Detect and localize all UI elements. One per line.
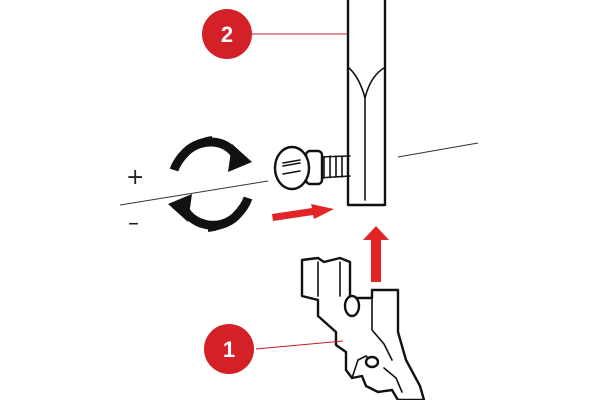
minus-sign: – — [128, 211, 139, 236]
plus-sign: + — [126, 165, 144, 190]
presser-foot-holder — [300, 256, 426, 400]
callout-badge-2: 2 — [202, 9, 252, 59]
thumb-screw — [273, 145, 351, 191]
callout-1-number: 1 — [223, 337, 235, 362]
callout-badge-1: 1 — [204, 324, 254, 374]
rotate-screw-icon — [168, 136, 253, 232]
attach-up-arrow-icon — [363, 226, 389, 282]
screw-axis-line-right — [397, 142, 479, 158]
insert-arrow-icon — [272, 204, 334, 221]
callout-2-number: 2 — [221, 22, 233, 47]
callout-1-leader — [255, 340, 344, 350]
presser-bar — [346, 0, 387, 207]
screw-axis-line-left — [119, 180, 269, 206]
